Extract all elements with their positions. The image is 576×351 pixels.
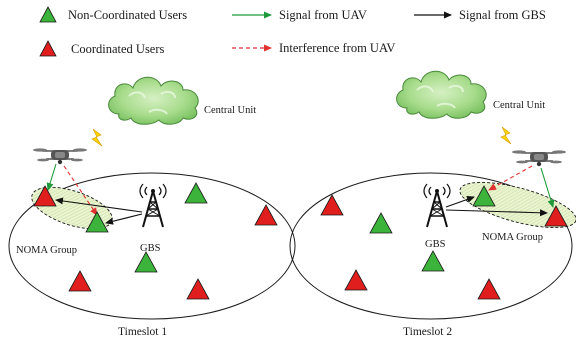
cloud-icon bbox=[107, 76, 200, 126]
gbs-signal-arrow bbox=[105, 213, 143, 225]
uav-icon bbox=[32, 147, 88, 165]
non-coordinated-user bbox=[369, 212, 393, 234]
interference-arrow bbox=[488, 165, 533, 191]
gbs-tower-icon bbox=[139, 183, 167, 228]
gbs-tower-icon bbox=[423, 183, 451, 228]
coordinated-user bbox=[477, 278, 501, 300]
noma-group-label: NOMA Group bbox=[482, 232, 543, 243]
coordinated-user bbox=[254, 204, 278, 226]
gbs-signal-arrow bbox=[55, 197, 143, 213]
non-coordinated-user bbox=[85, 211, 109, 233]
legend-interference-label: Interference from UAV bbox=[279, 41, 395, 55]
coordinated-user bbox=[68, 270, 92, 292]
lightning-icon bbox=[91, 128, 103, 147]
central-unit-label: Central Unit bbox=[493, 100, 545, 111]
coverage-area bbox=[289, 172, 573, 320]
legend-coordinated-label: Coordinated Users bbox=[71, 42, 165, 56]
lightning-icon bbox=[500, 126, 512, 145]
interference-arrow bbox=[63, 165, 98, 216]
timeslot-2-caption: Timeslot 2 bbox=[403, 326, 452, 338]
gbs-label: GBS bbox=[425, 239, 446, 250]
timeslot-1-caption: Timeslot 1 bbox=[118, 326, 167, 338]
cloud-icon bbox=[395, 70, 488, 120]
legend-signal-gbs-label: Signal from GBS bbox=[459, 8, 546, 22]
timeslot-1-panel: Central Unit GBS NOMA Group Timeslot 1 bbox=[8, 76, 296, 338]
gbs-signal-arrow bbox=[445, 209, 548, 217]
uav-signal-arrow bbox=[540, 167, 555, 208]
coordinated-user bbox=[344, 269, 368, 291]
non-coordinated-user bbox=[421, 250, 445, 272]
coordinated-user bbox=[320, 194, 344, 216]
legend-signal-uav-label: Signal from UAV bbox=[279, 8, 367, 22]
gbs-signal-arrow bbox=[445, 196, 475, 208]
coordinated-user bbox=[186, 278, 210, 300]
legend-coordinated-triangle bbox=[39, 40, 57, 57]
central-unit-label: Central Unit bbox=[204, 105, 256, 116]
coordinated-user bbox=[33, 185, 57, 207]
noma-group-label: NOMA Group bbox=[16, 245, 77, 256]
coverage-area bbox=[8, 172, 296, 320]
coordinated-user bbox=[544, 205, 568, 227]
timeslot-2-panel: Central Unit GBS NOMA Group Timeslot 2 bbox=[289, 70, 576, 338]
uav-signal-arrow bbox=[46, 163, 57, 191]
non-coordinated-user bbox=[184, 182, 208, 204]
gbs-label: GBS bbox=[140, 243, 161, 254]
non-coordinated-user bbox=[472, 185, 496, 207]
legend-non-coordinated-label: Non-Coordinated Users bbox=[68, 8, 187, 22]
non-coordinated-user bbox=[134, 251, 158, 273]
legend-non-coordinated-triangle bbox=[39, 6, 57, 23]
uav-icon bbox=[511, 149, 567, 167]
legend: Non-Coordinated Users Signal from UAV Si… bbox=[39, 6, 546, 57]
